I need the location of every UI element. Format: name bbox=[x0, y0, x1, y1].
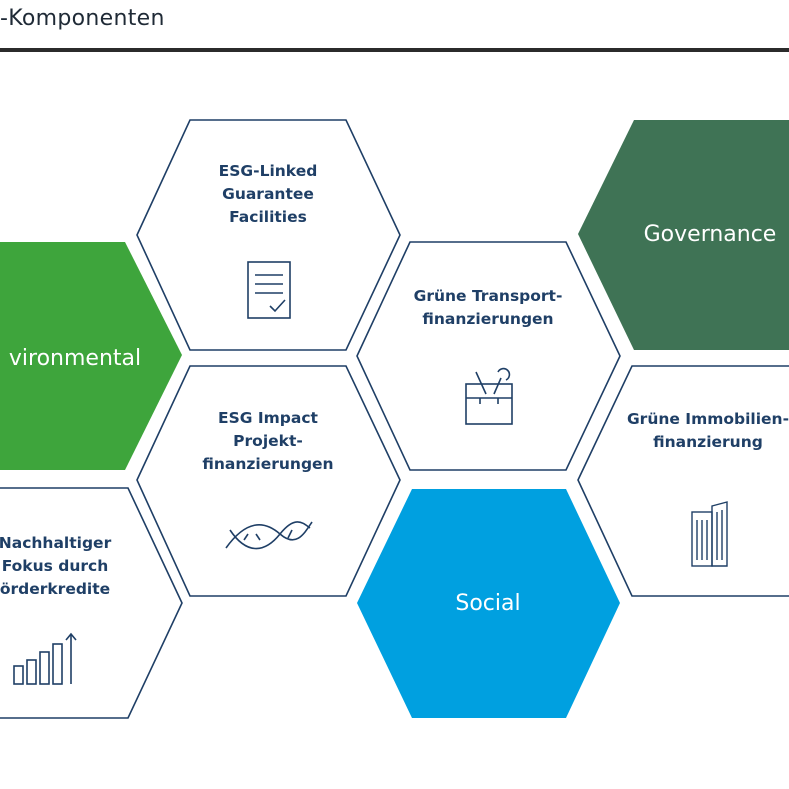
hex-governance-label: Governance bbox=[644, 222, 777, 247]
growth-chart-icon bbox=[13, 632, 77, 685]
toolbox-icon bbox=[465, 367, 513, 425]
hex-gruene-immobilien[interactable]: Grüne Immobilien- finanzierung bbox=[577, 365, 789, 597]
hex-esg-linked[interactable]: ESG-Linked Guarantee Facilities bbox=[136, 119, 401, 351]
buildings-icon bbox=[691, 501, 728, 567]
title-divider bbox=[0, 48, 789, 52]
hex-gruene-immobilien-line-1: Grüne Immobilien- bbox=[627, 410, 789, 428]
hex-social[interactable]: Social bbox=[357, 489, 620, 718]
hex-governance-shape bbox=[578, 120, 789, 350]
hex-esg-impact-line-1: ESG Impact bbox=[218, 409, 319, 427]
hex-environmental[interactable]: vironmental bbox=[0, 242, 182, 470]
hex-esg-impact-line-3: finanzierungen bbox=[202, 455, 333, 473]
hex-gruene-transport[interactable]: Grüne Transport- finanzierungen bbox=[356, 241, 621, 471]
hex-nachhaltiger-fokus-line-3: örderkredite bbox=[0, 580, 110, 598]
hex-esg-linked-line-3: Facilities bbox=[229, 208, 307, 226]
hex-esg-linked-shape bbox=[136, 119, 401, 351]
document-check-icon bbox=[247, 261, 291, 319]
hex-social-label: Social bbox=[455, 591, 520, 616]
hex-gruene-immobilien-line-2: finanzierung bbox=[653, 433, 763, 451]
hex-nachhaltiger-fokus-line-1: Nachhaltiger bbox=[0, 534, 112, 552]
hex-gruene-transport-line-1: Grüne Transport- bbox=[414, 287, 563, 305]
hex-gruene-transport-line-2: finanzierungen bbox=[422, 310, 553, 328]
dna-icon bbox=[225, 521, 313, 550]
page-title: -Komponenten bbox=[0, 6, 165, 31]
hex-nachhaltiger-fokus[interactable]: Nachhaltiger Fokus durch örderkredite bbox=[0, 487, 183, 719]
hex-gruene-immobilien-shape bbox=[577, 365, 789, 597]
hex-esg-impact-shape bbox=[136, 365, 401, 597]
hex-esg-linked-line-1: ESG-Linked bbox=[219, 162, 318, 180]
hex-environmental-shape bbox=[0, 242, 182, 470]
hex-esg-impact[interactable]: ESG Impact Projekt- finanzierungen bbox=[136, 365, 401, 597]
hex-social-shape bbox=[357, 489, 620, 718]
hex-esg-linked-line-2: Guarantee bbox=[222, 185, 314, 203]
hex-environmental-label: vironmental bbox=[9, 346, 141, 371]
hex-esg-impact-line-2: Projekt- bbox=[233, 432, 303, 450]
hex-governance[interactable]: Governance bbox=[578, 120, 789, 350]
hex-nachhaltiger-fokus-shape bbox=[0, 487, 183, 719]
hex-gruene-transport-shape bbox=[356, 241, 621, 471]
hex-nachhaltiger-fokus-line-2: Fokus durch bbox=[2, 557, 109, 575]
